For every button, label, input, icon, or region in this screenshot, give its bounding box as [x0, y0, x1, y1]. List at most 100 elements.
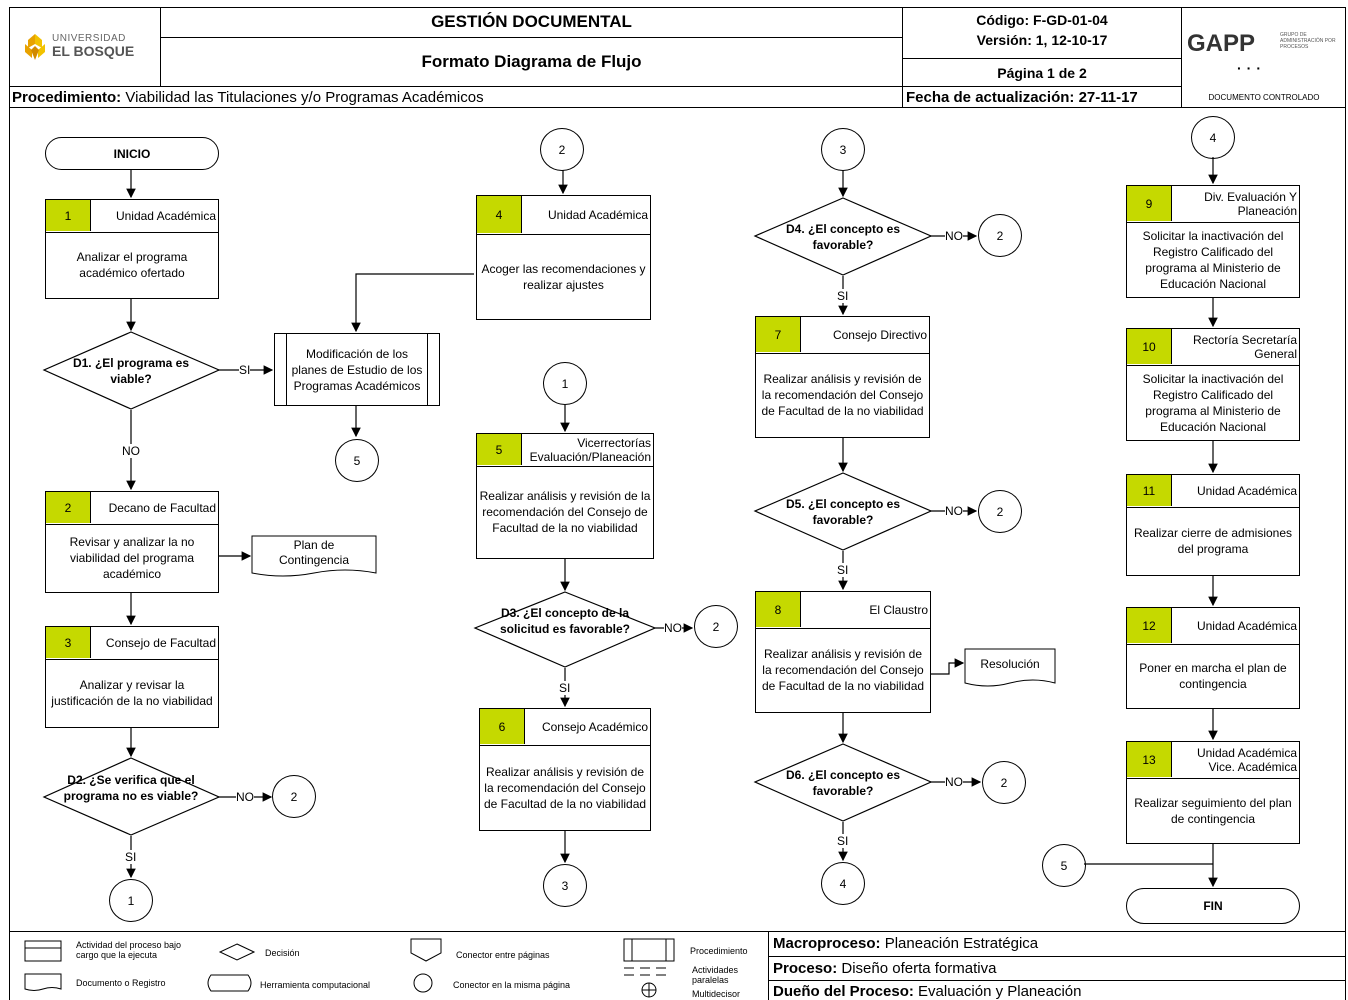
- activity-description: Analizar el programa académico ofertado: [76, 250, 188, 280]
- codigo: Código: F-GD-01-04: [976, 12, 1108, 28]
- connector-5: 5: [1042, 844, 1086, 887]
- procedimiento-value: Viabilidad las Titulaciones y/o Programa…: [125, 89, 484, 106]
- activity-number: 8: [756, 592, 801, 627]
- label-si: SI: [837, 563, 849, 577]
- fecha-row: Fecha de actualización: 27-11-17: [906, 89, 1181, 106]
- activity-description: Acoger las recomendaciones y realizar aj…: [481, 261, 646, 292]
- activity-description: Revisar y analizar la no viabilidad del …: [69, 535, 195, 581]
- footer-divider: [768, 931, 769, 1000]
- legend-conector-paginas: Conector entre páginas: [456, 950, 550, 960]
- procedure-box: Modificación de los planes de Estudio de…: [274, 333, 440, 406]
- activity-responsible: Consejo de Facultad: [105, 635, 216, 650]
- activity-description: Solicitar la inactivación del Registro C…: [1142, 228, 1284, 291]
- pagina: Página 1 de 2: [997, 64, 1087, 81]
- connector-4: 4: [821, 862, 865, 905]
- label-no: NO: [945, 504, 963, 518]
- decision-d2-shape: [42, 757, 221, 836]
- activity-description: Realizar seguimiento del plan de conting…: [1134, 795, 1292, 826]
- resolucion-document: [964, 648, 1056, 687]
- decision-d2: D2. ¿Se verifica que el programa no es v…: [63, 773, 199, 803]
- procedimiento-label: Procedimiento:: [12, 89, 122, 106]
- activity-responsible: Vicerrectorías Evaluación/Planeación: [529, 435, 651, 464]
- activity-description: Realizar análisis y revisión de la recom…: [761, 372, 924, 418]
- university-logo: UNIVERSIDAD EL BOSQUE: [22, 28, 157, 68]
- legend-page-connector-icon: [410, 938, 442, 962]
- legend-actividad: Actividad del proceso bajo cargo que la …: [76, 940, 182, 960]
- divider: [1181, 7, 1182, 108]
- gapp-dots-icon: ···: [1237, 60, 1266, 76]
- start-terminal: INICIO: [45, 137, 219, 170]
- plan-contingencia-document: [251, 535, 377, 577]
- legend-herramienta: Herramienta computacional: [260, 980, 371, 990]
- connector-2: 2: [982, 761, 1026, 804]
- label-si: SI: [559, 681, 571, 695]
- activity-number: 13: [1127, 742, 1172, 777]
- label-no: NO: [945, 775, 963, 789]
- resolucion-label: Resolución: [980, 657, 1040, 671]
- university-small-label: UNIVERSIDAD: [52, 33, 126, 44]
- legend-same-page-connector-icon: [413, 973, 433, 993]
- dueno-label: Dueño del Proceso:: [773, 983, 914, 1000]
- activity-number: 12: [1127, 608, 1172, 643]
- decision-d1: D1. ¿El programa es viable?: [72, 356, 190, 386]
- activity-responsible: Consejo Directivo: [832, 327, 927, 342]
- footer-proceso: Proceso: Diseño oferta formativa: [773, 960, 996, 977]
- label-no: NO: [664, 621, 682, 635]
- dueno-value: Evaluación y Planeación: [918, 983, 1082, 1000]
- connector-2: 2: [978, 214, 1022, 257]
- activity-responsible: Unidad Académica: [115, 208, 216, 223]
- procedure-right-bar: [427, 334, 428, 405]
- legend-symbols: [24, 938, 675, 998]
- legend-actividades-paralelas: Actividades paralelas: [692, 965, 739, 985]
- connector-5: 5: [335, 439, 379, 482]
- footer-divider: [768, 956, 1346, 957]
- university-name: EL BOSQUE: [52, 43, 135, 59]
- decision-d5-shape: [753, 472, 933, 551]
- gapp-logo: GAPP GRUPO DE ADMINISTRACIÓN POR PROCESO…: [1182, 20, 1346, 80]
- label-si: SI: [125, 850, 137, 864]
- label-no: NO: [236, 790, 254, 804]
- legend-decision: Decisión: [265, 948, 300, 958]
- divider: [902, 7, 903, 108]
- activity-responsible: Rectoría Secretaría General: [1192, 332, 1297, 361]
- activity-number: 9: [1127, 186, 1172, 221]
- activity-responsible: Unidad Académica: [547, 207, 648, 222]
- activity-description: Realizar análisis y revisión de la recom…: [479, 489, 651, 535]
- activity-number: 10: [1127, 329, 1172, 364]
- legend-procedure-icon: [623, 938, 675, 962]
- divider: [902, 58, 1181, 59]
- legend-tool-icon: [207, 974, 252, 992]
- activity-responsible: Unidad Académica: [1196, 483, 1297, 498]
- procedure-left-bar: [286, 334, 287, 405]
- legend-document-icon: [24, 973, 62, 991]
- activity-description: Solicitar la inactivación del Registro C…: [1142, 371, 1284, 434]
- macroproceso-label: Macroproceso:: [773, 935, 881, 952]
- divider: [160, 37, 902, 38]
- connector-1: 1: [109, 879, 153, 922]
- documento-controlado: DOCUMENTO CONTROLADO: [1208, 92, 1320, 102]
- label-no: NO: [945, 229, 963, 243]
- header-title: GESTIÓN DOCUMENTAL: [431, 12, 632, 31]
- legend-documento: Documento o Registro: [76, 978, 166, 988]
- activity-number: 4: [477, 196, 522, 233]
- divider: [9, 86, 1181, 87]
- footer-macroproceso: Macroproceso: Planeación Estratégica: [773, 935, 1038, 952]
- activity-number: 6: [480, 709, 525, 744]
- divider: [160, 7, 161, 86]
- header: [9, 7, 1346, 108]
- activity-number: 5: [477, 434, 522, 465]
- legend-multidecisor: Multidecisor: [692, 989, 741, 999]
- activity-4: 4 Unidad Académica Acoger las recomendaci…: [476, 195, 651, 320]
- legend-activity-icon: [24, 940, 62, 962]
- university-emblem-icon: [25, 34, 45, 60]
- label-si: SI: [837, 834, 849, 848]
- activity-responsible: Consejo Académico: [541, 719, 648, 734]
- legend-conector-misma: Conector en la misma página: [453, 980, 571, 990]
- decision-d4-shape: [753, 197, 933, 276]
- diagram-frame: [9, 107, 1346, 1000]
